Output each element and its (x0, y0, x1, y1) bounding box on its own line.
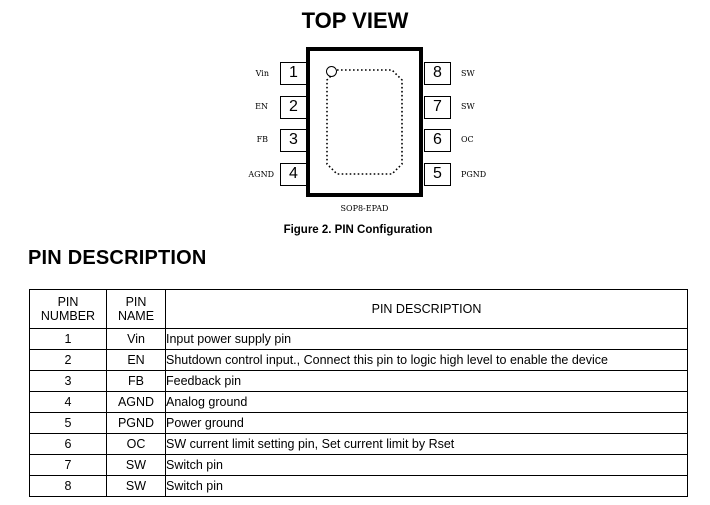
pin-number-cell: 6 (29, 433, 107, 455)
pin-number-cell: 2 (29, 349, 107, 371)
header-pin-name-line2: NAME (117, 309, 155, 323)
table-row: 2 EN Shutdown control input., Connect th… (29, 349, 688, 371)
pin-5-box: 5 (424, 163, 451, 186)
pin-8-box: 8 (424, 62, 451, 85)
table-row: 1 Vin Input power supply pin (29, 328, 688, 350)
pin-description-cell: Shutdown control input., Connect this pi… (165, 349, 688, 371)
pin-4-label: AGND (248, 170, 274, 179)
header-pin-description: PIN DESCRIPTION (165, 289, 688, 329)
pin-description-cell: SW current limit setting pin, Set curren… (165, 433, 688, 455)
pin-description-cell: Switch pin (165, 454, 688, 476)
pin-description-cell: Feedback pin (165, 370, 688, 392)
pin-8-label: SW (461, 69, 475, 78)
pin-number-cell: 8 (29, 475, 107, 497)
pin1-indicator (326, 66, 337, 77)
table-row: 8 SW Switch pin (29, 475, 688, 497)
pin-description-cell: Switch pin (165, 475, 688, 497)
pin-number-cell: 1 (29, 328, 107, 350)
pin-description-table: PIN NUMBER PIN NAME PIN DESCRIPTION 1 Vi… (29, 289, 688, 497)
table-header-row: PIN NUMBER PIN NAME PIN DESCRIPTION (29, 289, 688, 329)
pin-1-box: 1 (280, 62, 307, 85)
pin-name-cell: AGND (106, 391, 166, 413)
pin-3-label: FB (256, 135, 268, 144)
table-row: 3 FB Feedback pin (29, 370, 688, 392)
pin-number-cell: 4 (29, 391, 107, 413)
header-pin-number: PIN NUMBER (29, 289, 107, 329)
header-pin-number-line2: NUMBER (40, 309, 96, 323)
pin-2-label: EN (255, 102, 268, 111)
pin-name-cell: SW (106, 454, 166, 476)
header-pin-name-line1: PIN (125, 295, 147, 309)
section-title: PIN DESCRIPTION (28, 247, 207, 269)
pin-4-box: 4 (280, 163, 307, 186)
pin-name-cell: Vin (106, 328, 166, 350)
pin-name-cell: EN (106, 349, 166, 371)
table-row: 6 OC SW current limit setting pin, Set c… (29, 433, 688, 455)
table-row: 4 AGND Analog ground (29, 391, 688, 413)
top-view-title: TOP VIEW (301, 8, 409, 33)
exposed-pad-outline (326, 69, 403, 175)
pin-description-cell: Input power supply pin (165, 328, 688, 350)
figure-caption: Figure 2. PIN Configuration (283, 224, 433, 236)
pin-name-cell: SW (106, 475, 166, 497)
table-row: 5 PGND Power ground (29, 412, 688, 434)
pin-3-box: 3 (280, 129, 307, 152)
pin-number-cell: 3 (29, 370, 107, 392)
pin-7-box: 7 (424, 96, 451, 119)
pin-5-label: PGND (461, 170, 487, 179)
pin-description-cell: Analog ground (165, 391, 688, 413)
pin-1-label: Vin (255, 69, 269, 78)
pin-description-cell: Power ground (165, 412, 688, 434)
pin-name-cell: PGND (106, 412, 166, 434)
header-pin-number-line1: PIN (57, 295, 79, 309)
package-name: SOP8-EPAD (340, 204, 389, 213)
pin-2-box: 2 (280, 96, 307, 119)
pin-name-cell: OC (106, 433, 166, 455)
pin-6-box: 6 (424, 129, 451, 152)
pin-number-cell: 7 (29, 454, 107, 476)
chip-package (306, 47, 423, 197)
table-row: 7 SW Switch pin (29, 454, 688, 476)
pin-7-label: SW (461, 102, 475, 111)
pin-6-label: OC (461, 135, 474, 144)
pin-number-cell: 5 (29, 412, 107, 434)
pin-name-cell: FB (106, 370, 166, 392)
header-pin-name: PIN NAME (106, 289, 166, 329)
